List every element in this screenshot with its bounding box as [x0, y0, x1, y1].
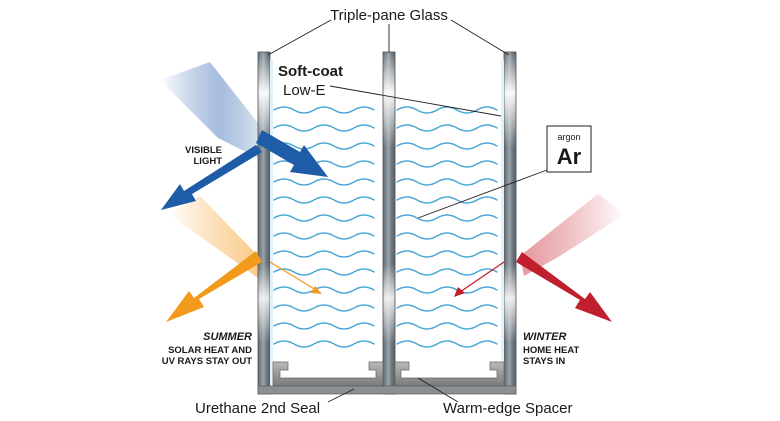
- argon-wave-line: [273, 322, 375, 330]
- glass-pane-right: [503, 51, 517, 395]
- argon-wave-line: [396, 196, 498, 204]
- winter-heat-incoming-beam: [520, 194, 625, 276]
- winter-retained-arrow: [454, 261, 505, 297]
- argon-wave-line: [396, 250, 498, 258]
- summer-reflected-arrow: [166, 251, 262, 322]
- argon-wave-line: [273, 250, 375, 258]
- summer-title: SUMMER: [203, 331, 252, 343]
- argon-waves-left-cavity: [273, 106, 375, 348]
- summer-transmitted-arrow: [269, 261, 322, 294]
- winter-reflected-arrow: [516, 252, 612, 322]
- winter-title: WINTER: [523, 331, 566, 343]
- argon-wave-line: [396, 232, 498, 240]
- argon-wave-line: [396, 286, 498, 294]
- argon-wave-line: [273, 196, 375, 204]
- summer-label-line2: UV RAYS STAY OUT: [162, 356, 252, 367]
- argon-wave-line: [396, 124, 498, 132]
- summer-heat-incoming-beam: [168, 196, 262, 278]
- argon-word-label: argon: [557, 132, 580, 142]
- summer-label-line1: SOLAR HEAT AND: [168, 345, 252, 356]
- warm-edge-spacer-label: Warm-edge Spacer: [443, 400, 573, 417]
- low-e-leader: [329, 85, 502, 117]
- argon-wave-line: [396, 340, 498, 348]
- argon-wave-line: [273, 124, 375, 132]
- argon-wave-line: [273, 142, 375, 150]
- argon-wave-line: [396, 304, 498, 312]
- triple-pane-leader-left: [267, 19, 332, 56]
- argon-wave-line: [273, 286, 375, 294]
- argon-wave-line: [273, 214, 375, 222]
- glass-pane-middle: [382, 51, 396, 395]
- visible-light-reflected-arrow: [161, 145, 262, 210]
- urethane-leader: [327, 388, 355, 403]
- argon-wave-line: [396, 106, 498, 114]
- argon-wave-line: [273, 268, 375, 276]
- soft-coat-label: Soft-coat: [278, 63, 343, 80]
- visible-light-transmitted-arrow: [256, 130, 328, 177]
- argon-box: [546, 125, 592, 173]
- argon-wave-line: [396, 268, 498, 276]
- spacer-leader: [417, 377, 459, 403]
- triple-pane-glass-label: Triple-pane Glass: [330, 7, 448, 24]
- low-e-coating-left: [270, 60, 273, 390]
- low-e-coating-right: [501, 60, 504, 390]
- argon-wave-line: [396, 160, 498, 168]
- urethane-seal: [257, 385, 517, 395]
- argon-wave-line: [273, 304, 375, 312]
- argon-wave-line: [273, 340, 375, 348]
- argon-wave-line: [273, 106, 375, 114]
- visible-light-incoming-beam: [160, 62, 268, 158]
- low-e-label: Low-E: [283, 82, 326, 99]
- argon-wave-line: [396, 142, 498, 150]
- argon-wave-line: [396, 322, 498, 330]
- visible-light-label-line2: LIGHT: [194, 156, 223, 167]
- winter-label-line1: HOME HEAT: [523, 345, 579, 356]
- argon-wave-line: [396, 178, 498, 186]
- urethane-seal-label: Urethane 2nd Seal: [195, 400, 320, 417]
- argon-leader: [417, 169, 548, 219]
- argon-wave-line: [396, 214, 498, 222]
- argon-wave-line: [273, 178, 375, 186]
- triple-pane-leader-right: [450, 19, 510, 56]
- argon-wave-line: [273, 232, 375, 240]
- visible-light-label-line1: VISIBLE: [185, 145, 222, 156]
- argon-waves-right-cavity: [396, 106, 498, 348]
- glass-pane-left: [257, 51, 271, 395]
- winter-label-line2: STAYS IN: [523, 356, 565, 367]
- argon-symbol-label: Ar: [557, 144, 582, 169]
